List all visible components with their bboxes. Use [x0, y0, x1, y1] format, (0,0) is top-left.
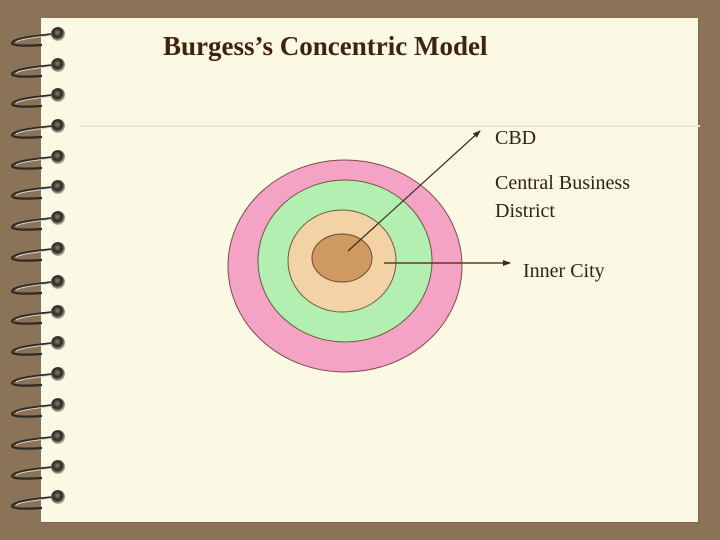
binding-ring-icon [6, 210, 68, 232]
title-divider [80, 125, 700, 127]
cbd-label: CBD [495, 127, 537, 149]
slide-title: Burgess’s Concentric Model [163, 31, 488, 61]
binding-ring-icon [6, 149, 68, 171]
binding-ring-icon [6, 335, 68, 357]
binding-ring-icon [6, 274, 68, 296]
binding-ring-icon [6, 179, 68, 201]
binding-ring-icon [6, 118, 68, 140]
cbd-zone [311, 233, 373, 283]
cbd-pointer-arrow [347, 130, 481, 252]
binding-ring-icon [6, 241, 68, 263]
inner-city-label: Inner City [523, 260, 605, 282]
binding-ring-icon [6, 26, 68, 48]
cbd-full-name-line2: District [495, 200, 555, 222]
binding-ring-icon [6, 366, 68, 388]
binding-ring-icon [6, 459, 68, 481]
cbd-full-name-line1: Central Business [495, 172, 630, 194]
binding-ring-icon [6, 397, 68, 419]
binding-ring-icon [6, 304, 68, 326]
binding-ring-icon [6, 87, 68, 109]
binding-ring-icon [6, 429, 68, 451]
binding-ring-icon [6, 57, 68, 79]
binding-ring-icon [6, 489, 68, 511]
